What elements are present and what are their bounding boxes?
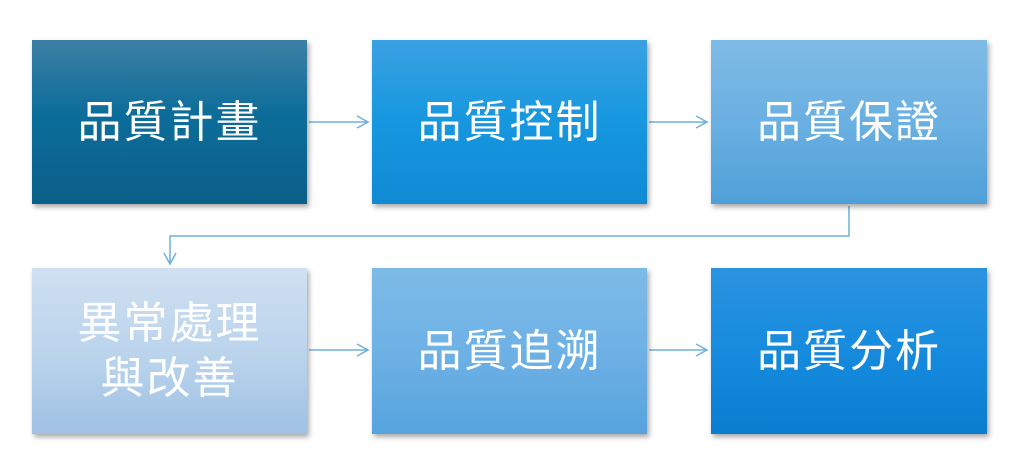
- node-quality-assurance: 品質保證: [711, 40, 987, 204]
- node-label: 品質計畫: [77, 96, 262, 148]
- node-label: 品質保證: [757, 96, 941, 148]
- node-label: 品質追溯: [417, 325, 602, 377]
- node-quality-control: 品質控制: [372, 40, 647, 204]
- node-label: 品質分析: [757, 325, 941, 377]
- node-quality-planning: 品質計畫: [32, 40, 307, 204]
- node-quality-traceability: 品質追溯: [372, 268, 647, 434]
- node-exception-handling: 異常處理 與改善: [32, 268, 307, 434]
- node-quality-analysis: 品質分析: [711, 268, 987, 434]
- node-label: 品質控制: [417, 96, 602, 148]
- edge-n3-n4: [163, 206, 850, 266]
- node-label: 異常處理 與改善: [77, 298, 262, 404]
